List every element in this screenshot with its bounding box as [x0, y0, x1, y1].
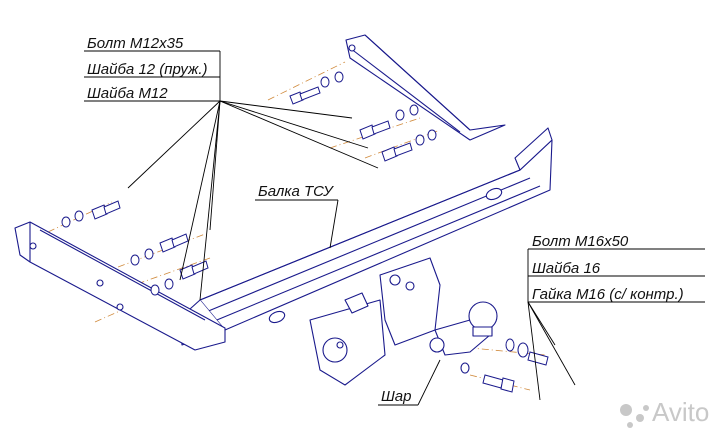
- label-bolt-m16: Болт М16х50: [532, 233, 629, 250]
- left-bracket: [14, 221, 226, 351]
- bolt-set-left: [61, 200, 209, 296]
- avito-watermark: Avito: [620, 397, 709, 428]
- label-beam: Балка ТСУ: [258, 183, 334, 200]
- label-ball: Шар: [381, 388, 412, 405]
- label-washer-16: Шайба 16: [532, 260, 601, 277]
- label-bolt-m12: Болт М12х35: [87, 35, 184, 52]
- bolt-set-upper: [289, 71, 437, 162]
- label-washer-12-spring: Шайба 12 (пруж.): [87, 61, 208, 78]
- label-nut-m16: Гайка М16 (с/ контр.): [532, 286, 684, 303]
- avito-logo-icon: [620, 404, 649, 428]
- bolt-set-m16: [482, 338, 549, 393]
- right-bracket: [345, 34, 506, 141]
- leader-lines: [84, 50, 705, 406]
- hitch-flange: [309, 257, 441, 386]
- watermark-text: Avito: [652, 397, 709, 427]
- tow-ball: [429, 301, 498, 374]
- label-washer-m12: Шайба М12: [87, 85, 168, 102]
